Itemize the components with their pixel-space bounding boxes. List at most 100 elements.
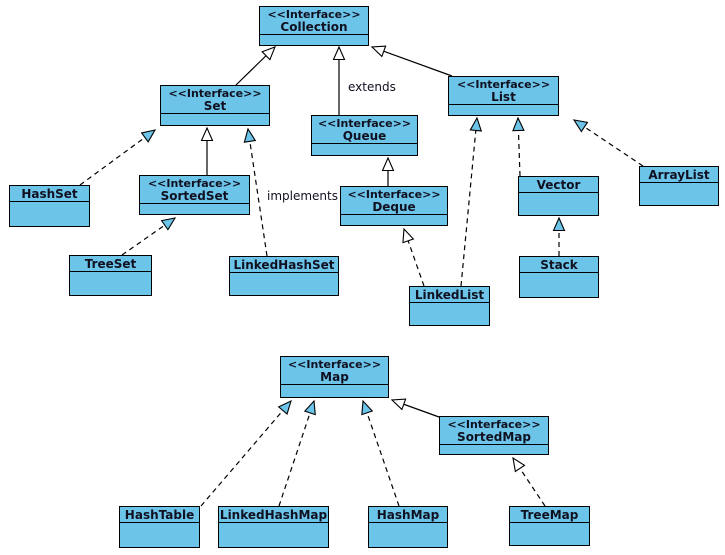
implements-label: implements [267, 189, 338, 203]
stereotype-label: <<Interface>> [447, 417, 541, 431]
attributes-compartment [10, 202, 89, 226]
stereotype-label: <<Interface>> [147, 176, 242, 190]
interface-box-deque: <<Interface>> Deque [340, 186, 448, 226]
node-title: <<Interface>> Set [161, 86, 269, 114]
edge-linkedlist-implements-deque [402, 227, 425, 287]
interface-box-sortedset: <<Interface>> SortedSet [139, 175, 250, 215]
node-title: <<Interface>> Deque [341, 187, 447, 215]
interface-box-list: <<Interface>> List [448, 76, 559, 116]
attributes-compartment [312, 144, 417, 155]
node-title: Stack [520, 257, 598, 273]
node-title: LinkedHashSet [230, 257, 338, 273]
node-title: <<Interface>> Queue [312, 116, 417, 144]
interface-box-map: <<Interface>> Map [280, 356, 389, 398]
node-title: HashTable [120, 507, 199, 523]
attributes-compartment [519, 193, 598, 215]
edge-treeset-implements-sortedset [121, 217, 177, 256]
class-name: LinkedHashSet [233, 257, 335, 272]
node-title: Vector [519, 177, 598, 193]
interface-box-collection: <<Interface>> Collection [259, 6, 369, 46]
attributes-compartment [161, 114, 269, 125]
edge-set-extends-collection [235, 46, 276, 86]
attributes-compartment [260, 35, 368, 45]
node-title: HashMap [369, 507, 447, 523]
class-box-vector: Vector [518, 176, 599, 216]
attributes-compartment [449, 105, 558, 115]
node-title: <<Interface>> Map [281, 357, 388, 385]
class-name: HashTable [124, 507, 195, 522]
node-title: HashSet [10, 186, 89, 202]
attributes-compartment [120, 523, 199, 547]
class-name: List [491, 89, 516, 104]
interface-box-queue: <<Interface>> Queue [311, 115, 418, 156]
class-name: HashMap [376, 507, 440, 522]
node-title: <<Interface>> List [449, 77, 558, 105]
class-name: SortedSet [160, 188, 229, 203]
class-name: ArrayList [648, 167, 710, 182]
attributes-compartment [70, 272, 151, 295]
class-box-stack: Stack [519, 256, 599, 298]
attributes-compartment [230, 273, 338, 295]
extends-label: extends [348, 80, 396, 94]
node-title: <<Interface>> SortedMap [440, 417, 548, 445]
interface-box-set: <<Interface>> Set [160, 85, 270, 126]
class-name: TreeSet [84, 256, 137, 271]
node-title: ArrayList [640, 167, 718, 183]
class-name: LinkedHashMap [219, 507, 328, 522]
class-name: Map [320, 369, 349, 384]
edge-hashmap-implements-map [361, 399, 400, 507]
attributes-compartment [510, 523, 589, 545]
node-title: TreeMap [510, 507, 589, 523]
edge-hashset-implements-set [79, 129, 157, 186]
stereotype-label: <<Interface>> [347, 187, 441, 201]
edge-linkedhashset-implements-set [243, 127, 268, 257]
class-box-hashmap: HashMap [368, 506, 448, 548]
class-box-arraylist: ArrayList [639, 166, 719, 206]
stereotype-label: <<Interface>> [456, 77, 551, 91]
class-box-hashset: HashSet [9, 185, 90, 227]
edge-sortedmap-extends-map [390, 398, 440, 418]
attributes-compartment [219, 523, 328, 547]
stereotype-label: <<Interface>> [168, 86, 262, 100]
class-box-hashtable: HashTable [119, 506, 200, 548]
class-name: LinkedList [414, 287, 485, 302]
stereotype-label: <<Interface>> [287, 357, 382, 371]
node-title: <<Interface>> SortedSet [140, 176, 249, 204]
node-title: <<Interface>> Collection [260, 7, 368, 35]
edge-linkedlist-implements-list [460, 116, 483, 287]
attributes-compartment [640, 183, 718, 205]
class-box-linkedhashmap: LinkedHashMap [218, 506, 329, 548]
class-name: HashSet [21, 186, 78, 201]
edge-linkedhashmap-implements-map [278, 399, 316, 507]
node-title: TreeSet [70, 256, 151, 272]
stereotype-label: <<Interface>> [317, 116, 412, 130]
class-box-treemap: TreeMap [509, 506, 590, 546]
class-name: TreeMap [520, 507, 579, 522]
edge-treemap-implements-sortedmap [512, 456, 546, 507]
stereotype-label: <<Interface>> [267, 7, 361, 21]
class-name: Collection [280, 19, 348, 34]
class-name: Set [203, 98, 227, 113]
class-name: Queue [342, 128, 387, 143]
class-name: Stack [540, 257, 578, 272]
node-title: LinkedList [410, 287, 489, 303]
class-box-linkedhashset: LinkedHashSet [229, 256, 339, 296]
attributes-compartment [440, 445, 548, 454]
attributes-compartment [341, 215, 447, 225]
node-title: LinkedHashMap [219, 507, 328, 523]
attributes-compartment [520, 273, 598, 297]
edge-hashtable-implements-map [200, 399, 292, 507]
edge-arraylist-implements-list [572, 119, 644, 167]
edge-list-extends-collection [370, 45, 453, 77]
attributes-compartment [281, 385, 388, 397]
attributes-compartment [369, 523, 447, 547]
class-box-treeset: TreeSet [69, 255, 152, 296]
class-box-linkedlist: LinkedList [409, 286, 490, 326]
attributes-compartment [410, 303, 489, 325]
edge-vector-implements-list [512, 116, 525, 177]
attributes-compartment [140, 204, 249, 214]
class-name: SortedMap [457, 429, 531, 444]
class-name: Vector [536, 177, 581, 192]
